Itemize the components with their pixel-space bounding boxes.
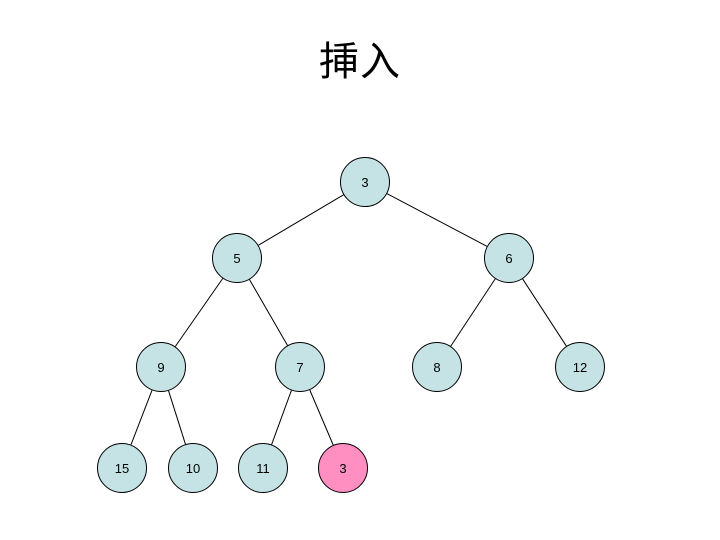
tree-node[interactable]: 5 bbox=[212, 233, 262, 283]
tree-node-label: 6 bbox=[505, 250, 513, 266]
tree-edge bbox=[174, 278, 224, 347]
tree-node[interactable]: 12 bbox=[555, 342, 605, 392]
tree-edge bbox=[450, 278, 496, 347]
tree-edge bbox=[271, 390, 292, 445]
tree-node[interactable]: 8 bbox=[412, 342, 462, 392]
tree-edge bbox=[168, 390, 186, 445]
tree-node[interactable]: 7 bbox=[275, 342, 325, 392]
tree-node[interactable]: 3 bbox=[318, 443, 368, 493]
tree-node-label: 8 bbox=[433, 359, 441, 375]
page-title: 挿入 bbox=[319, 39, 401, 85]
tree-edge bbox=[522, 278, 567, 347]
tree-node[interactable]: 9 bbox=[136, 342, 186, 392]
tree-node-label: 7 bbox=[296, 359, 304, 375]
tree-node-label: 5 bbox=[233, 250, 241, 266]
tree-node-label: 12 bbox=[572, 359, 588, 375]
tree-node[interactable]: 6 bbox=[484, 233, 534, 283]
tree-edge bbox=[249, 279, 288, 346]
tree-edge bbox=[386, 193, 488, 247]
tree-edge bbox=[130, 390, 153, 445]
tree-edge bbox=[258, 194, 344, 246]
tree-node-label: 9 bbox=[157, 359, 165, 375]
tree-node[interactable]: 15 bbox=[97, 443, 147, 493]
tree-node-label: 11 bbox=[256, 460, 270, 476]
tree-node-label: 15 bbox=[114, 460, 130, 476]
tree-node-label: 3 bbox=[361, 174, 369, 190]
tree-node[interactable]: 3 bbox=[340, 157, 390, 207]
tree-node[interactable]: 10 bbox=[168, 443, 218, 493]
tree-node-label: 3 bbox=[339, 460, 347, 476]
tree-edge bbox=[309, 389, 334, 446]
tree-node-label: 10 bbox=[185, 460, 201, 476]
tree-node[interactable]: 11 bbox=[238, 443, 288, 493]
